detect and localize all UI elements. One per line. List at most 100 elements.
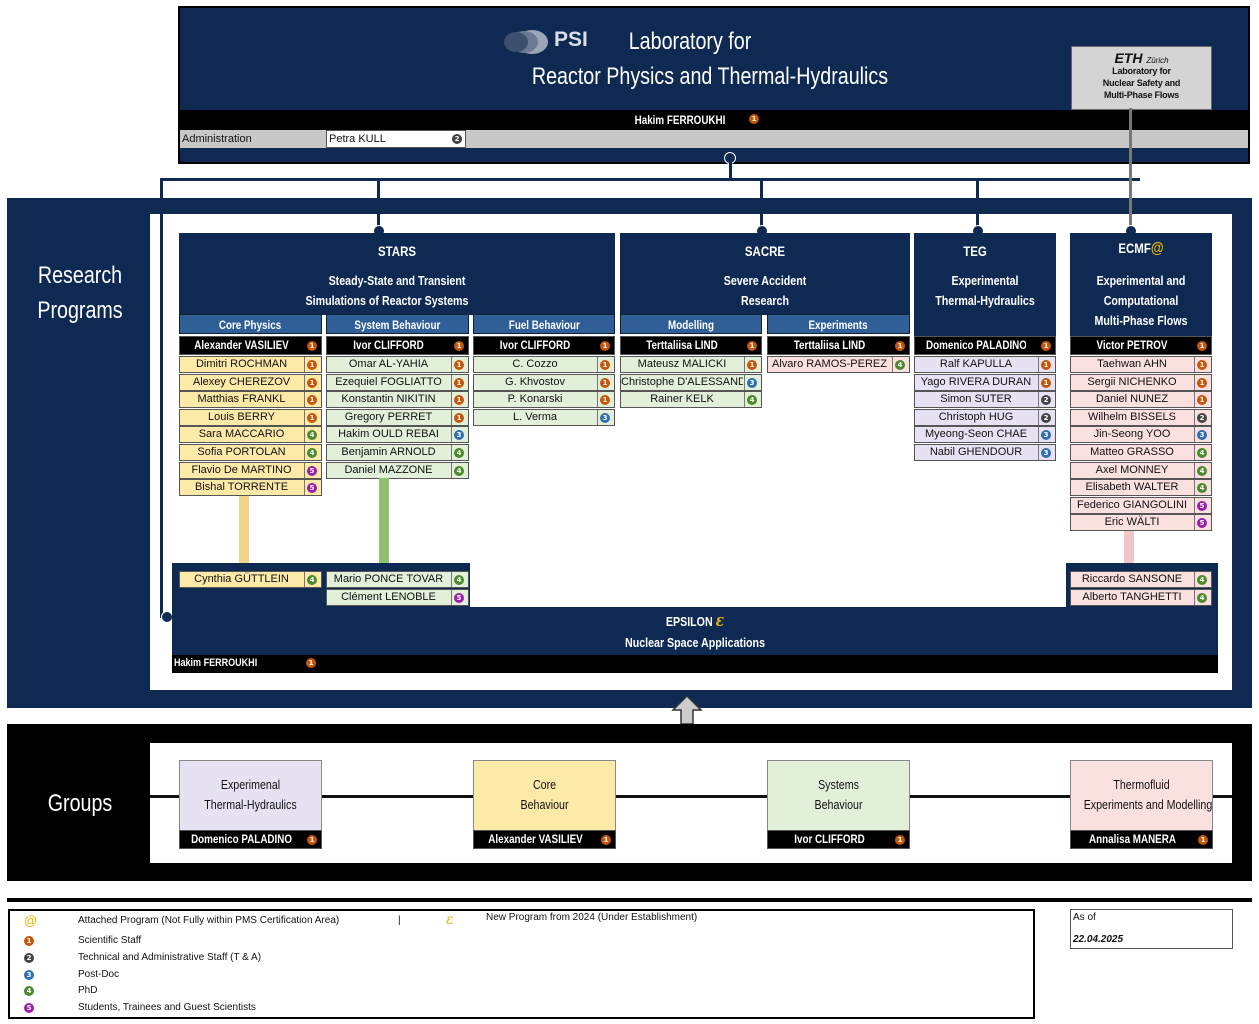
group-lead-row: Ivor CLIFFORD 1 xyxy=(767,830,910,849)
lead-name: Terttaliisa LIND xyxy=(646,338,718,352)
subgroup-core-label: Core Physics xyxy=(219,318,282,332)
member-name: Mario PONCE TOVAR xyxy=(333,573,444,585)
subgroup-core-physics: Core Physics xyxy=(179,314,322,334)
connector-line xyxy=(729,160,732,180)
category-4-badge: 4 xyxy=(307,448,317,458)
program-stars-name: STARS xyxy=(377,243,417,259)
member-name: Simon SUTER xyxy=(940,393,1012,406)
category-1-badge: 1 xyxy=(454,412,464,423)
member-name: Yago RIVERA DURAN xyxy=(920,375,1032,388)
category-1-badge: 1 xyxy=(600,360,610,370)
category-2-badge: 2 xyxy=(24,953,34,963)
member-name: Matteo GRASSO xyxy=(1090,446,1174,458)
core-epsilon-link xyxy=(239,496,249,571)
ecmf-epsilon-link xyxy=(1124,531,1134,571)
member-name: Alvaro RAMOS-PEREZ xyxy=(772,358,887,370)
member-name: Christophe D'ALESSANDRO xyxy=(621,375,743,388)
category-1-badge: 1 xyxy=(454,360,464,370)
member-name: Christoph HUG xyxy=(938,410,1014,423)
category-5-badge: 5 xyxy=(454,592,464,603)
legend-cat3-text: Post-Doc xyxy=(78,969,120,980)
program-ecmf-name: ECMF@ xyxy=(1083,240,1199,258)
cell-divider xyxy=(451,572,452,587)
admin-label: Administration xyxy=(182,133,252,145)
category-1-badge: 1 xyxy=(895,341,905,351)
member-name: Matthias FRANKL xyxy=(197,393,286,406)
lead-name: Ivor CLIFFORD xyxy=(794,832,865,846)
member-name: Mateusz MALICKI xyxy=(637,358,727,370)
member-name: Federico GIANGOLINI xyxy=(1076,498,1188,511)
category-4-badge: 4 xyxy=(747,395,757,406)
category-2-badge: 2 xyxy=(1041,412,1051,423)
research-label-line1: Research xyxy=(37,262,123,289)
member-name: Flavio De MARTINO xyxy=(191,463,292,476)
eth-lab-line1: Laboratory for xyxy=(1112,66,1171,76)
member-name: Daniel MAZZONE xyxy=(344,463,433,476)
program-ecmf xyxy=(1070,233,1212,337)
teg-connector xyxy=(976,181,979,233)
member-row-teg: Christoph HUG 2 xyxy=(914,408,1056,426)
as-of-label: As of xyxy=(1073,912,1096,923)
new-program-mark: ε xyxy=(715,611,725,631)
category-1-badge: 1 xyxy=(1197,360,1207,370)
system-epsilon-link xyxy=(379,478,389,571)
lab-head-name: Hakim FERROUKHI xyxy=(634,113,726,127)
attached-program-mark: @ xyxy=(1150,240,1164,257)
category-3-badge: 3 xyxy=(454,430,464,441)
epsilon-title: EPSILON ε xyxy=(266,611,1124,631)
connector-line xyxy=(160,178,1140,181)
cell-divider xyxy=(1194,462,1195,478)
program-ecmf-desc2: Computational xyxy=(1103,293,1179,308)
category-1-badge: 1 xyxy=(747,360,757,370)
category-1-badge: 1 xyxy=(895,835,905,845)
eth-lab-line2: Nuclear Safety and xyxy=(1102,78,1181,88)
subgroup-experiments: Experiments xyxy=(767,314,910,334)
category-1-badge: 1 xyxy=(600,341,610,351)
legend-cat5-text: Students, Trainees and Guest Scientists xyxy=(78,1002,256,1013)
groups-panel xyxy=(150,743,1232,863)
program-teg xyxy=(914,233,1056,337)
lead-name: Ivor CLIFFORD xyxy=(353,338,424,352)
member-name: Alexey CHEREZOV xyxy=(192,375,291,388)
lead-name: Annalisa MANERA xyxy=(1089,832,1176,846)
member-name: Rainer KELK xyxy=(650,393,714,406)
category-1-badge: 1 xyxy=(1041,341,1051,351)
member-row-system: Omar AL-YAHIA 1 xyxy=(326,356,469,373)
stars-connector xyxy=(377,181,380,233)
member-row-modelling: Mateusz MALICKI 1 xyxy=(620,356,762,373)
program-ecmf-desc3: Multi-Phase Flows xyxy=(1094,313,1188,328)
category-3-badge: 3 xyxy=(1041,430,1051,441)
cell-divider xyxy=(1194,409,1195,425)
cell-divider xyxy=(597,374,598,390)
eth-box: ETH Zürich Laboratory for Nuclear Safety… xyxy=(1071,46,1212,110)
research-label-line2: Programs xyxy=(37,297,123,324)
category-1-badge: 1 xyxy=(1197,395,1207,406)
member-name: Dimitri ROCHMAN xyxy=(195,358,288,370)
member-name: Louis BERRY xyxy=(207,410,276,423)
program-teg-name: TEG xyxy=(963,243,987,259)
cell-divider xyxy=(597,409,598,425)
lead-name: Alexander VASILIEV xyxy=(194,338,289,352)
cell-divider xyxy=(1038,357,1039,372)
cell-divider xyxy=(744,374,745,390)
member-name: Sara MACCARIO xyxy=(198,428,285,441)
cell-divider xyxy=(1038,409,1039,425)
member-name: Omar AL-YAHIA xyxy=(348,358,429,370)
group-name-line1: Core xyxy=(532,777,557,792)
cell-divider xyxy=(451,357,452,372)
